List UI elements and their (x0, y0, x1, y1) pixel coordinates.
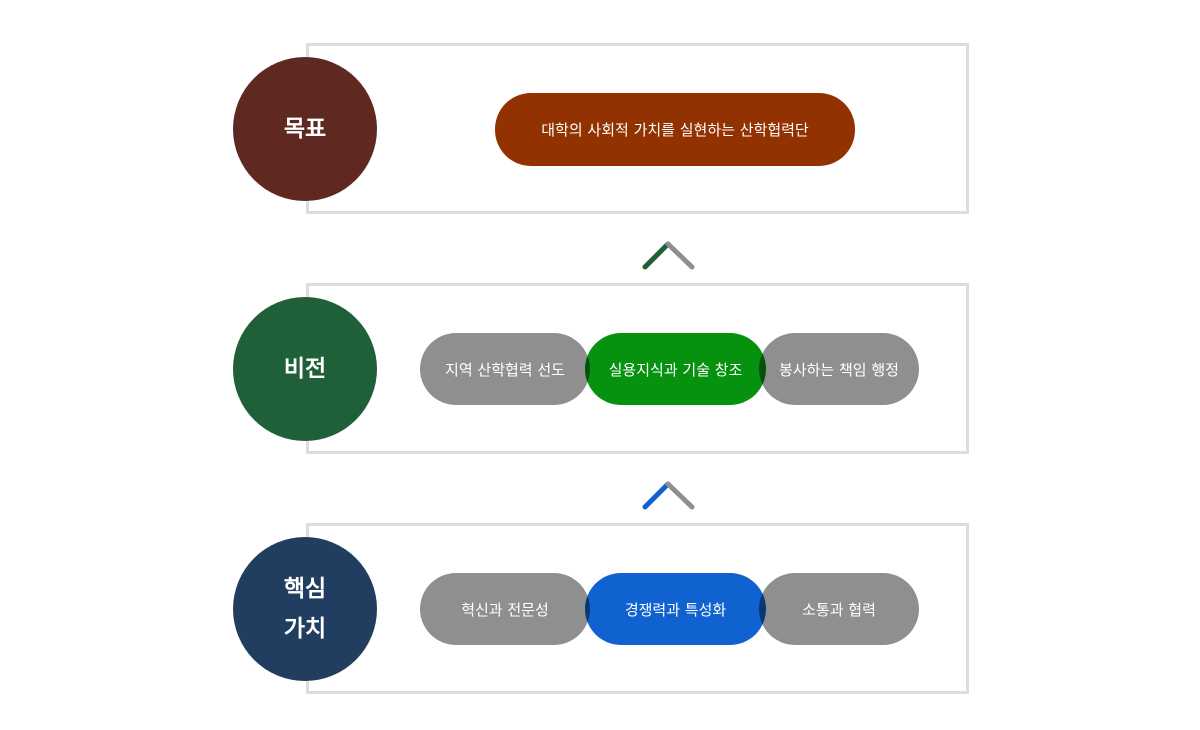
vision-pill-1 (420, 333, 590, 405)
vision-pill-3 (759, 333, 919, 405)
values-pill-2 (585, 573, 766, 645)
values-item-1: 혁신과 전문성 (461, 600, 549, 619)
values-item-3: 소통과 협력 (802, 600, 876, 619)
values-pill-3 (759, 573, 919, 645)
vision-item-3: 봉사하는 책임 행정 (779, 360, 899, 379)
goal-title: 목표 (283, 116, 327, 142)
vision-circle: 비전 (233, 297, 377, 441)
values-circle: 핵심 가치 (233, 537, 377, 681)
vision-title: 비전 (283, 356, 327, 382)
goal-statement-pill: 대학의 사회적 가치를 실현하는 산학협력단 (495, 93, 855, 166)
values-title-line2: 가치 (283, 616, 327, 642)
values-title-line1: 핵심 (283, 576, 327, 602)
chevron-up-icon (642, 481, 695, 510)
goal-statement: 대학의 사회적 가치를 실현하는 산학협력단 (541, 121, 809, 139)
vision-pill-2 (585, 333, 766, 405)
chevron-up-icon (642, 241, 695, 270)
vision-item-2: 실용지식과 기술 창조 (608, 360, 743, 379)
values-pill-1 (420, 573, 590, 645)
values-item-2: 경쟁력과 특성화 (624, 600, 727, 619)
goal-circle: 목표 (233, 57, 377, 201)
vision-item-1: 지역 산학협력 선도 (445, 360, 565, 379)
